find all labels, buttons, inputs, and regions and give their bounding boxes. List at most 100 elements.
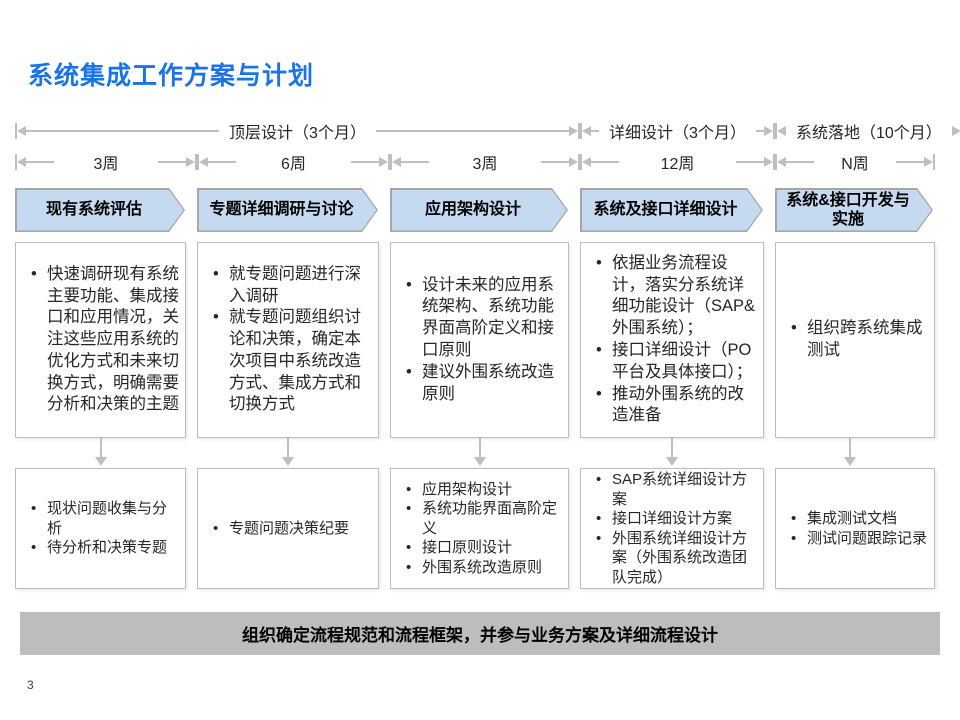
stage-header-label: 系统&接口开发与实施	[786, 191, 910, 228]
bullet-item: 快速调研现有系统主要功能、集成接口和应用情况，关注这些应用系统的优化方式和未来切…	[24, 264, 179, 416]
chevron-shape-fill	[17, 190, 184, 231]
left-arrowhead-icon	[777, 126, 786, 136]
tick-line	[580, 154, 582, 170]
week-label: 3周	[93, 156, 119, 173]
bullet-item: 集成测试文档	[784, 509, 928, 529]
stage-header-label: 系统及接口详细设计	[593, 201, 738, 219]
stage-chevron-4: 系统及接口详细设计	[580, 188, 763, 232]
right-arrowhead-icon	[764, 157, 773, 167]
tick-line	[578, 154, 580, 170]
left-arrowhead-icon	[17, 157, 26, 167]
arrow-shaft	[401, 161, 429, 163]
tick-line	[388, 154, 390, 170]
bullet-list: 应用架构设计系统功能界面高阶定义接口原则设计外围系统改造原则	[391, 474, 568, 584]
arrow-shaft	[755, 130, 764, 132]
arrow-shaft	[208, 161, 236, 163]
deliverables-box-1: 现状问题收集与分析待分析和决策专题	[15, 468, 186, 589]
left-arrowhead-icon	[392, 157, 401, 167]
phase-label: 详细设计（3个月）	[609, 125, 746, 142]
bullet-list: 组织跨系统集成测试	[776, 312, 934, 368]
week-label: N周	[841, 156, 869, 173]
activities-box-2: 就专题问题进行深入调研就专题问题组织讨论和决策，确定本次项目中系统改造方式、集成…	[197, 242, 379, 438]
bullet-item: 外围系统改造原则	[399, 558, 562, 578]
phase-arrow-system-landing: 系统落地（10个月）	[775, 115, 960, 147]
stage-header-label: 应用架构设计	[424, 201, 521, 219]
bullet-item: 建议外围系统改造原则	[399, 362, 562, 406]
bullet-list: 就专题问题进行深入调研就专题问题组织讨论和决策，确定本次项目中系统改造方式、集成…	[198, 258, 378, 422]
tick-line	[580, 123, 582, 139]
activities-box-5: 组织跨系统集成测试	[775, 242, 935, 438]
tick-line	[773, 154, 775, 170]
bullet-item: 专题问题决策纪要	[206, 519, 372, 539]
phase-label: 系统落地（10个月）	[796, 125, 942, 142]
stage-header-row: 现有系统评估 专题详细调研与讨论 应用架构设计 系统及接口详细设计 系统&接口开…	[15, 188, 935, 232]
arrow-shaft	[736, 161, 764, 163]
arrow-shaft	[351, 161, 379, 163]
tick-line	[773, 123, 775, 139]
left-arrowhead-icon	[582, 126, 591, 136]
week-arrow-4: 12周	[580, 147, 775, 177]
arrow-shaft	[541, 161, 569, 163]
stage-chevron-5: 系统&接口开发与实施	[775, 188, 933, 232]
page-number: 3	[27, 678, 34, 692]
left-arrowhead-icon	[777, 157, 786, 167]
stage-chevron-2: 专题详细调研与讨论	[197, 188, 378, 232]
deliverables-box-3: 应用架构设计系统功能界面高阶定义接口原则设计外围系统改造原则	[390, 468, 569, 589]
bullet-item: 设计未来的应用系统架构、系统功能界面高阶定义和接口原则	[399, 275, 562, 362]
chevron-shape-fill	[392, 190, 567, 231]
stage-header-label: 专题详细调研与讨论	[209, 201, 354, 219]
connector-row	[15, 438, 935, 468]
activities-box-1: 快速调研现有系统主要功能、集成接口和应用情况，关注这些应用系统的优化方式和未来切…	[15, 242, 186, 438]
down-arrow-icon	[580, 438, 764, 468]
bullet-item: 现状问题收集与分析	[24, 499, 179, 538]
arrow-shaft	[786, 161, 814, 163]
bullet-item: 推动外围系统的改造准备	[589, 384, 757, 428]
arrow-shaft	[375, 130, 569, 132]
arrow-shaft	[26, 130, 220, 132]
arrow-shaft	[591, 130, 600, 132]
arrow-shaft	[26, 161, 54, 163]
tick-line	[578, 123, 580, 139]
bullet-item: 依据业务流程设计，落实分系统详细功能设计（SAP&外围系统）；	[589, 253, 757, 340]
right-arrowhead-icon	[924, 157, 933, 167]
tick-line	[15, 123, 17, 139]
week-label: 3周	[472, 156, 498, 173]
bullet-item: 系统功能界面高阶定义	[399, 499, 562, 538]
deliverables-box-5: 集成测试文档测试问题跟踪记录	[775, 468, 935, 589]
phase-arrow-detail-design: 详细设计（3个月）	[580, 115, 775, 147]
tick-line	[15, 154, 17, 170]
bullet-item: 就专题问题进行深入调研	[206, 264, 372, 308]
left-arrowhead-icon	[199, 157, 208, 167]
tick-line	[775, 123, 777, 139]
bullet-list: 集成测试文档测试问题跟踪记录	[776, 503, 934, 554]
arrow-shaft	[591, 161, 619, 163]
week-arrow-5: N周	[775, 147, 935, 177]
right-arrowhead-icon	[569, 157, 578, 167]
tick-line	[197, 154, 199, 170]
bullet-item: 外围系统详细设计方案（外围系统改造团队完成）	[589, 529, 757, 588]
activities-row: 快速调研现有系统主要功能、集成接口和应用情况，关注这些应用系统的优化方式和未来切…	[15, 242, 935, 438]
down-arrow-icon	[197, 438, 379, 468]
stage-header-label: 现有系统评估	[45, 201, 142, 219]
phase-label: 顶层设计（3个月）	[229, 125, 366, 142]
chevron-shape-fill	[582, 190, 762, 231]
right-arrowhead-icon	[764, 126, 773, 136]
bullet-item: 测试问题跟踪记录	[784, 529, 928, 549]
right-arrowhead-icon	[186, 157, 195, 167]
tick-line	[775, 154, 777, 170]
bullet-list: SAP系统详细设计方案接口详细设计方案外围系统详细设计方案（外围系统改造团队完成…	[581, 469, 763, 588]
bullet-item: 接口详细设计方案	[589, 509, 757, 529]
down-arrow-icon	[775, 438, 924, 468]
tick-line	[933, 154, 935, 170]
timeline-week-row: 3周 6周 3周	[15, 147, 935, 177]
week-arrow-2: 6周	[197, 147, 390, 177]
right-arrowhead-icon	[569, 126, 578, 136]
arrow-shaft	[896, 161, 924, 163]
deliverables-row: 现状问题收集与分析待分析和决策专题 专题问题决策纪要 应用架构设计系统功能界面高…	[15, 468, 935, 589]
down-arrow-icon	[15, 438, 186, 468]
phase-arrow-top-design: 顶层设计（3个月）	[15, 115, 580, 147]
chevron-shape-fill	[777, 190, 932, 231]
bullet-list: 专题问题决策纪要	[198, 513, 378, 545]
bullet-list: 依据业务流程设计，落实分系统详细功能设计（SAP&外围系统）；接口详细设计（PO…	[581, 247, 763, 433]
activities-box-3: 设计未来的应用系统架构、系统功能界面高阶定义和接口原则建议外围系统改造原则	[390, 242, 569, 438]
